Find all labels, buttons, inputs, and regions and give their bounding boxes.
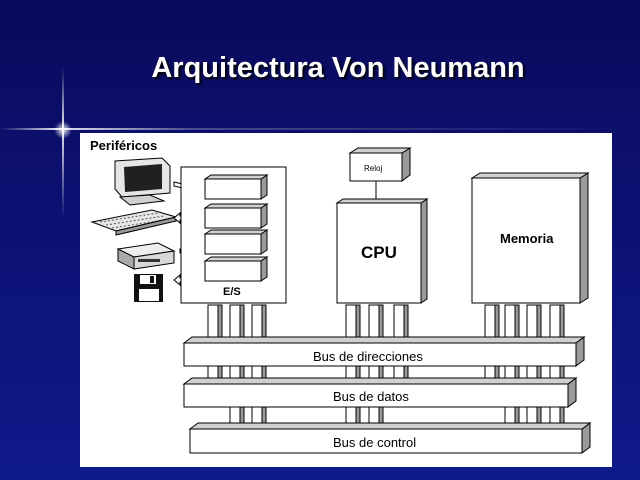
cpu-box: CPU — [335, 198, 429, 304]
lens-flare-horizontal — [0, 128, 640, 130]
clock-label: Reloj — [364, 164, 382, 173]
lens-flare-vertical — [62, 68, 64, 218]
printer-icon — [116, 242, 176, 270]
control-bus: Bus de control — [188, 422, 592, 454]
architecture-diagram: Periféricos — [80, 133, 612, 467]
lens-flare-center — [54, 121, 72, 139]
clock-box: Reloj — [348, 147, 412, 182]
control-bus-label: Bus de control — [333, 435, 416, 450]
io-module: E/S — [180, 166, 287, 304]
address-bus-label: Bus de direcciones — [313, 349, 423, 364]
io-port — [203, 174, 269, 200]
monitor-icon — [114, 157, 171, 206]
cpu-label: CPU — [361, 243, 397, 262]
floppy-disk-icon — [134, 274, 163, 302]
data-bus: Bus de datos — [182, 377, 578, 408]
io-label: E/S — [223, 286, 241, 298]
peripherals-label: Periféricos — [90, 138, 157, 153]
memory-box: Memoria — [470, 172, 590, 304]
slide-title: Arquitectura Von Neumann — [151, 52, 525, 84]
io-port — [203, 256, 269, 282]
data-bus-label: Bus de datos — [333, 389, 409, 404]
address-bus: Bus de direcciones — [182, 336, 586, 367]
memory-label: Memoria — [500, 231, 554, 246]
io-port — [203, 203, 269, 229]
keyboard-icon — [90, 209, 178, 236]
io-port — [203, 229, 269, 255]
